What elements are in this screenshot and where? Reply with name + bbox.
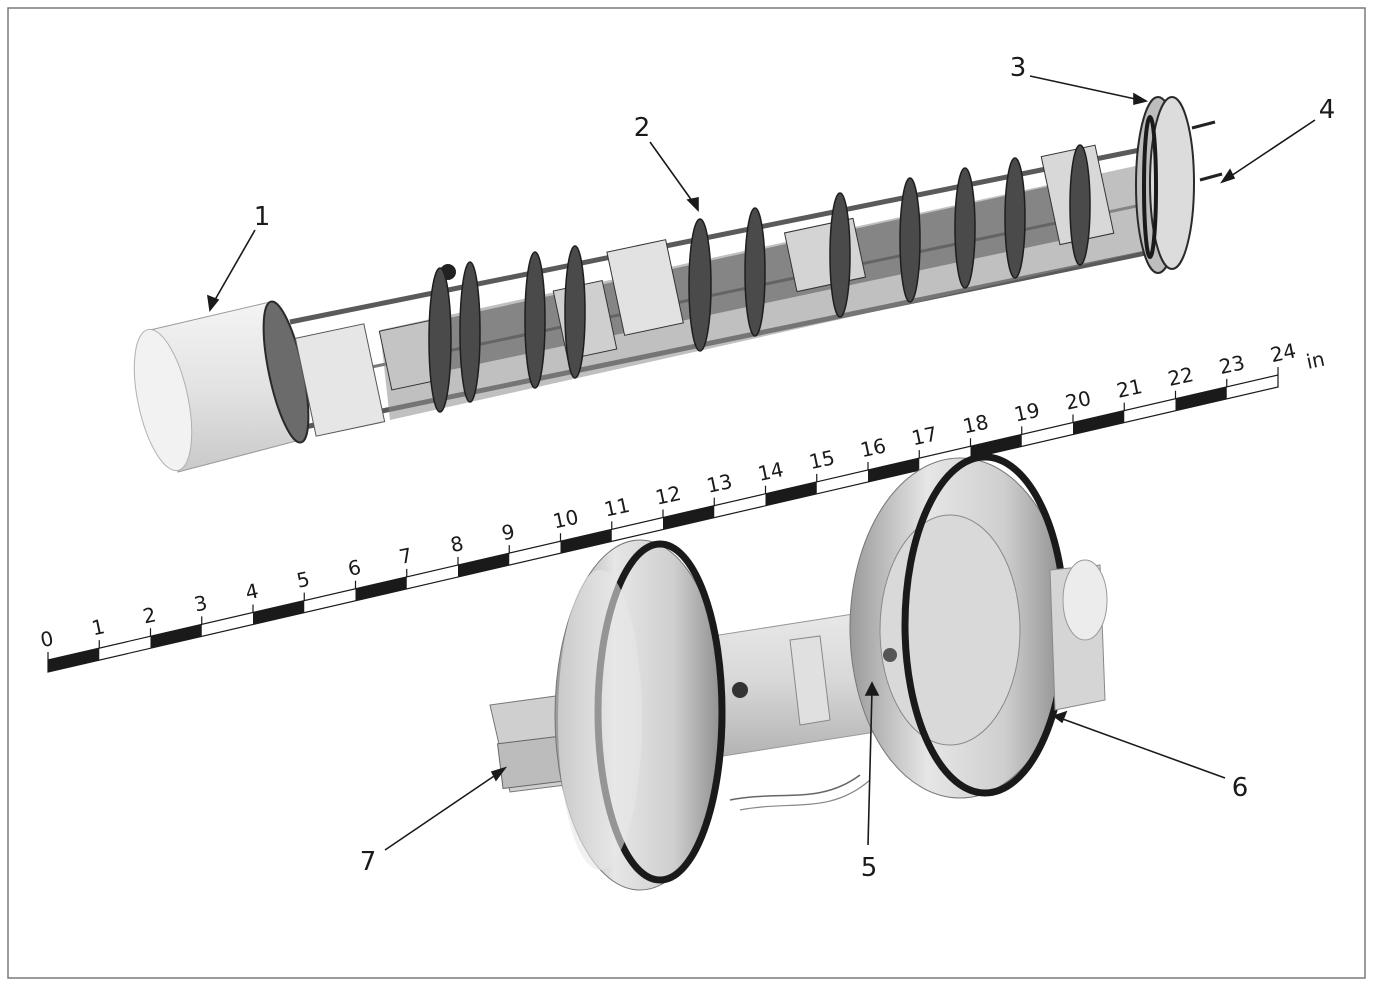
ruler-number: 16 xyxy=(858,433,888,462)
ruler-segment xyxy=(458,553,510,577)
ruler-number: 13 xyxy=(704,469,734,498)
ruler-number: 4 xyxy=(243,579,260,605)
ruler-segment xyxy=(868,458,920,482)
ruler-number: 24 xyxy=(1268,338,1298,367)
ruler-number: 14 xyxy=(756,457,786,486)
ruler-number: 12 xyxy=(653,481,683,510)
wheel-housing xyxy=(489,453,1108,891)
ruler-segment xyxy=(150,624,202,649)
ruler-segment xyxy=(1175,386,1227,411)
ruler-number: 7 xyxy=(397,543,414,569)
ruler-number: 11 xyxy=(602,493,632,522)
ruler-number: 20 xyxy=(1063,386,1093,415)
ruler-number: 15 xyxy=(807,445,837,474)
callout-arrows xyxy=(207,75,1316,851)
ruler-number: 2 xyxy=(141,602,158,628)
ruler-segment xyxy=(48,648,100,672)
ruler-number: 17 xyxy=(909,421,939,450)
ruler-number: 5 xyxy=(294,567,311,593)
electronics-chassis xyxy=(133,96,1223,473)
ruler-segment xyxy=(355,576,407,601)
ruler-number: 0 xyxy=(38,626,55,652)
callout-2: 2 xyxy=(633,113,651,143)
ruler-segment xyxy=(1073,410,1125,435)
ruler-segment xyxy=(560,529,612,554)
ruler-number: 6 xyxy=(346,555,363,581)
ruler-number: 19 xyxy=(1012,398,1042,427)
callout-1: 1 xyxy=(253,202,271,232)
ruler-number: 1 xyxy=(89,614,106,640)
callout-6: 6 xyxy=(1231,773,1249,803)
ruler-segment xyxy=(765,481,817,506)
ruler-number: 18 xyxy=(961,410,991,439)
photo-border xyxy=(7,7,1366,979)
callout-7: 7 xyxy=(359,847,377,877)
callout-4: 4 xyxy=(1318,95,1336,125)
ruler-number: 9 xyxy=(499,519,516,545)
ruler-number: 23 xyxy=(1217,350,1247,379)
ruler-unit-label: in xyxy=(1304,347,1327,374)
ruler-number: 22 xyxy=(1166,362,1196,391)
ruler-number: 3 xyxy=(192,590,209,616)
callout-3: 3 xyxy=(1009,53,1027,83)
ruler-segment xyxy=(970,434,1022,459)
callout-5: 5 xyxy=(860,853,878,883)
ruler-number: 8 xyxy=(448,531,465,557)
ruler-number: 21 xyxy=(1114,374,1144,403)
ruler-number: 10 xyxy=(551,505,581,534)
ruler-segment xyxy=(663,505,715,530)
ruler-segment xyxy=(253,600,305,625)
